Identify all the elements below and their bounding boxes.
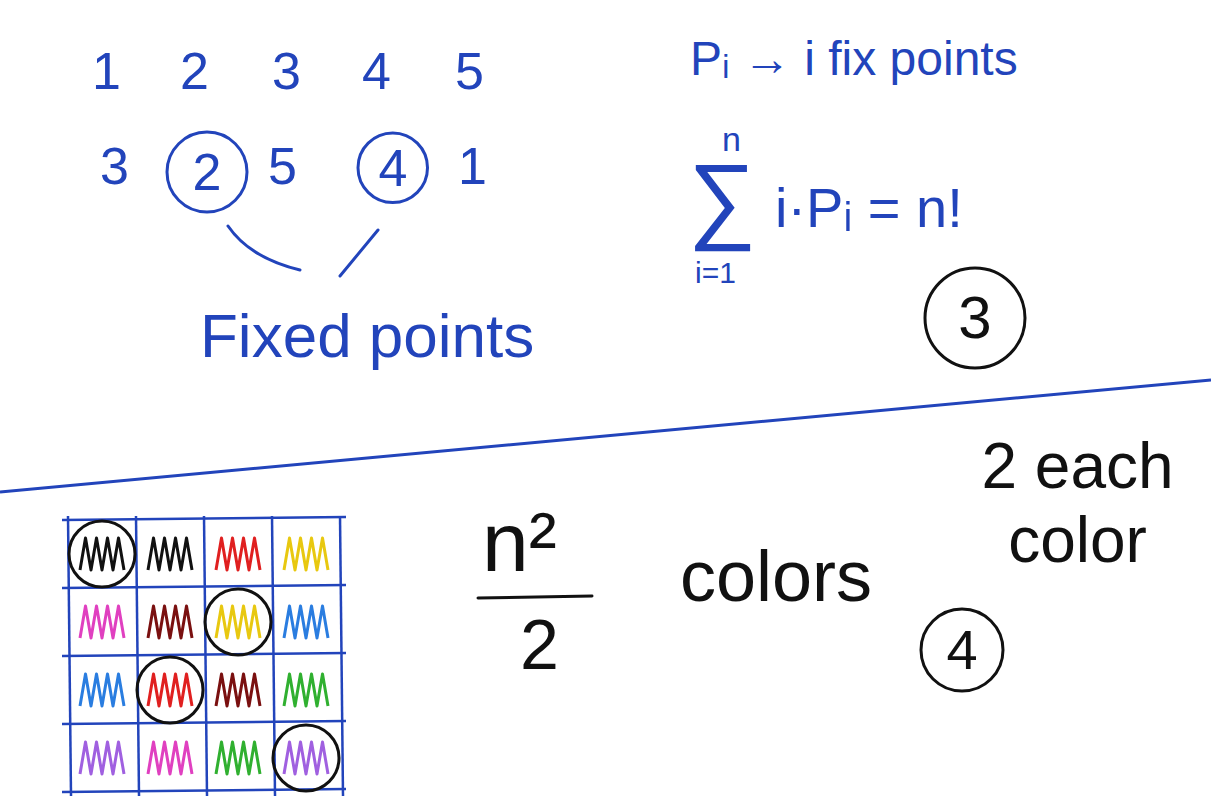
bracket-line [340,230,378,276]
sum-limit: n [722,122,741,156]
fraction-denominator: 2 [520,610,559,680]
circle-outline [167,132,247,212]
node-text: 4 [946,622,977,678]
color-scribble [148,606,192,638]
color-scribble [284,674,328,706]
selection-circle [205,589,271,655]
permutation-index: 3 [272,45,301,97]
color-scribble [284,538,328,570]
fixed-point-circle: 4 [356,131,430,205]
note-text: colors [680,540,872,612]
color-scribble [148,538,192,570]
sum-symbol: ∑ [688,150,756,246]
permutation-index: 1 [92,45,121,97]
selection-circle [69,521,135,587]
note-text: Fixed points [200,305,534,367]
grid-line [62,721,346,724]
color-scribble [80,606,124,638]
problem-number-circle: 3 [923,266,1027,370]
node-text: 2 [193,146,222,198]
fraction-bar [478,596,592,598]
color-scribble [216,606,260,638]
node-text: 3 [958,288,991,348]
color-scribble [80,538,124,570]
color-scribble [148,742,192,774]
circle-outline [358,133,428,203]
permutation-index: 2 [180,45,209,97]
node-text: 4 [379,142,408,194]
problem-number-circle: 4 [919,607,1005,693]
formula-text: i·Pᵢ = n! [775,180,963,236]
permutation-value: 5 [268,140,297,192]
bracket-curve [228,226,300,270]
color-scribble [216,674,260,706]
color-grid [62,516,346,796]
permutation-value: 1 [458,140,487,192]
circle-outline [925,268,1025,368]
grid-line [204,516,207,796]
color-scribble [284,742,328,774]
sum-limit: i=1 [695,258,736,288]
color-scribble [216,538,260,570]
definition-text: Pᵢ → i fix points [690,35,1018,83]
permutation-index: 4 [362,45,391,97]
permutation-value: 3 [100,140,129,192]
permutation-index: 5 [455,45,484,97]
grid-line [340,516,343,796]
fraction-numerator: n² [482,500,557,584]
grid-line [62,653,346,656]
note-text: 2 each color [960,430,1195,577]
color-scribble [216,742,260,774]
color-scribble [80,742,124,774]
circle-outline [921,609,1003,691]
selection-circle [273,725,339,791]
color-scribble [148,674,192,706]
fixed-point-circle: 2 [165,130,249,214]
color-scribble [284,606,328,638]
color-scribble [80,674,124,706]
selection-circle [137,657,203,723]
